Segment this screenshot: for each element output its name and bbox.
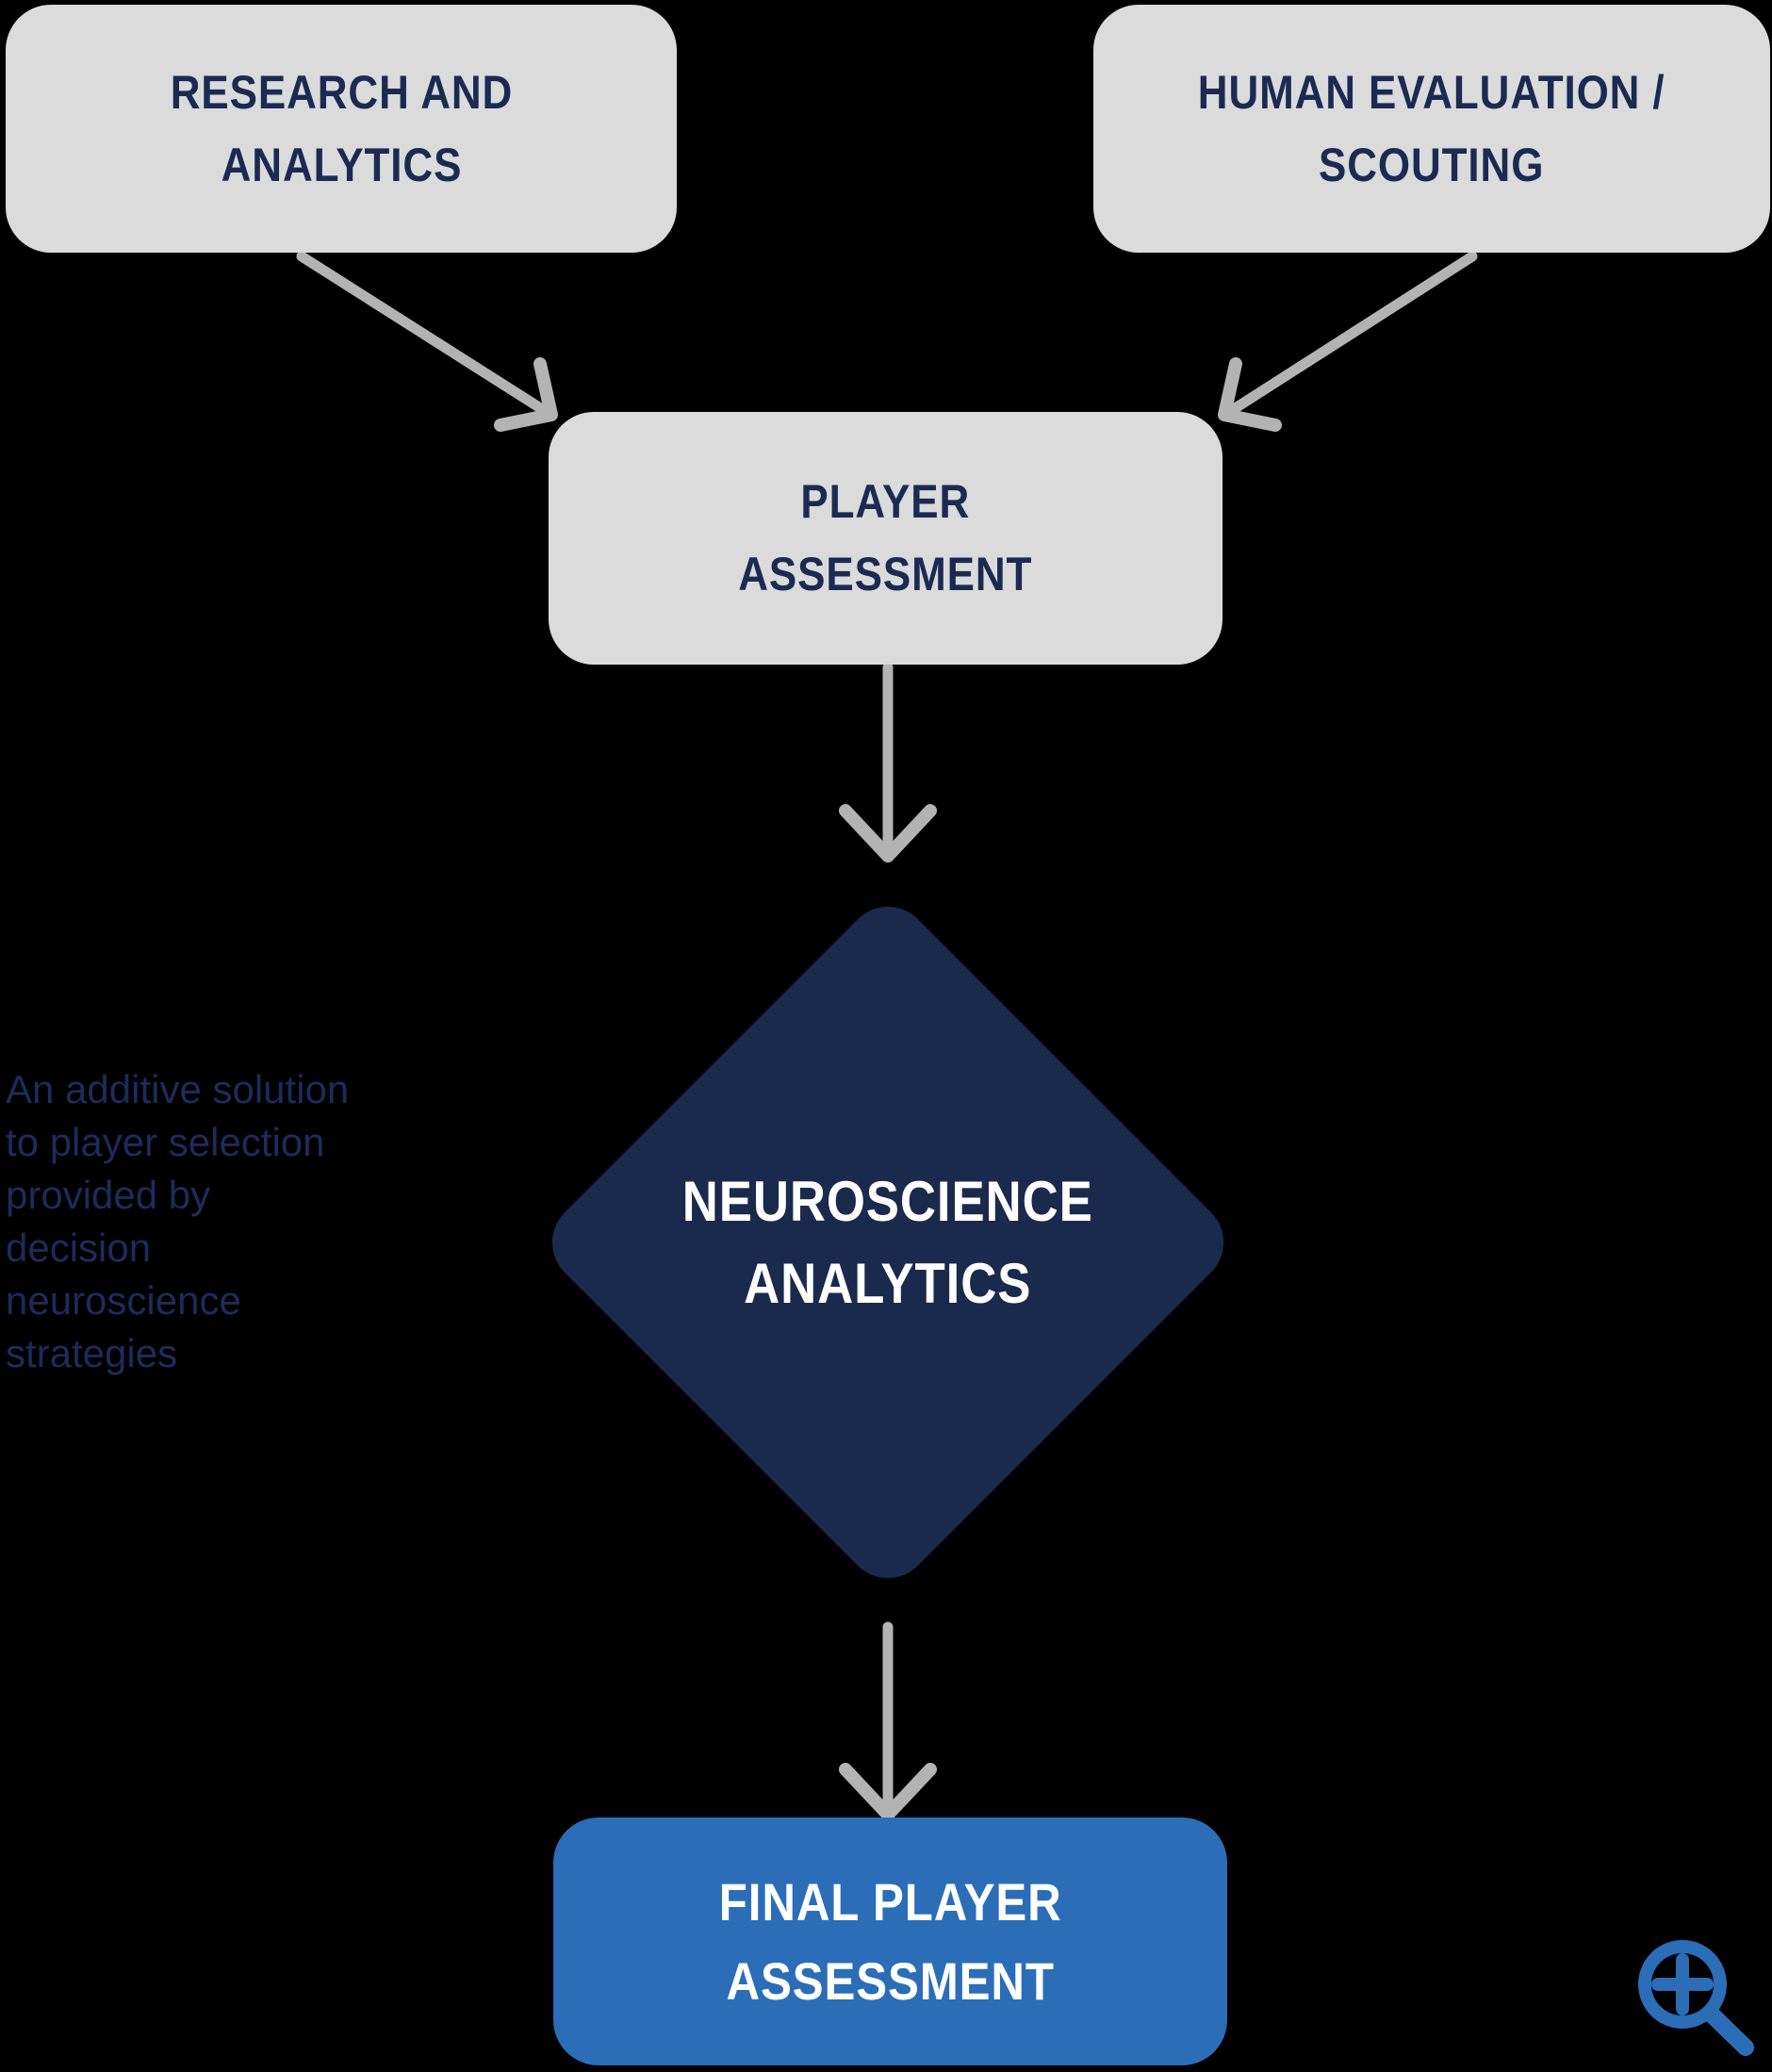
arrow-player-to-neuroscience (839, 662, 937, 863)
node-final-label: FINAL PLAYER ASSESSMENT (718, 1871, 1062, 2011)
node-human-label: HUMAN EVALUATION / SCOUTING (1198, 65, 1665, 191)
arrow-research-to-player (296, 251, 558, 432)
node-human-evaluation-scouting: HUMAN EVALUATION / SCOUTING (1093, 5, 1770, 253)
annotation-text: An additive solution to player selection… (6, 1067, 350, 1375)
zoom-in-icon[interactable] (1638, 1940, 1754, 2056)
neuroscience-diamond (551, 906, 1224, 1579)
node-research-and-analytics: RESEARCH AND ANALYTICS (6, 5, 677, 253)
arrow-neuroscience-to-final (839, 1621, 937, 1821)
node-research-label: RESEARCH AND ANALYTICS (170, 65, 513, 191)
node-neuroscience-analytics: NEUROSCIENCE ANALYTICS (605, 1160, 1171, 1324)
node-player-label: PLAYER ASSESSMENT (738, 475, 1033, 600)
arrow-human-to-player (1218, 251, 1478, 432)
node-final-player-assessment: FINAL PLAYER ASSESSMENT (553, 1817, 1227, 2065)
node-player-assessment: PLAYER ASSESSMENT (549, 412, 1222, 665)
node-neuroscience-label: NEUROSCIENCE ANALYTICS (682, 1170, 1093, 1315)
